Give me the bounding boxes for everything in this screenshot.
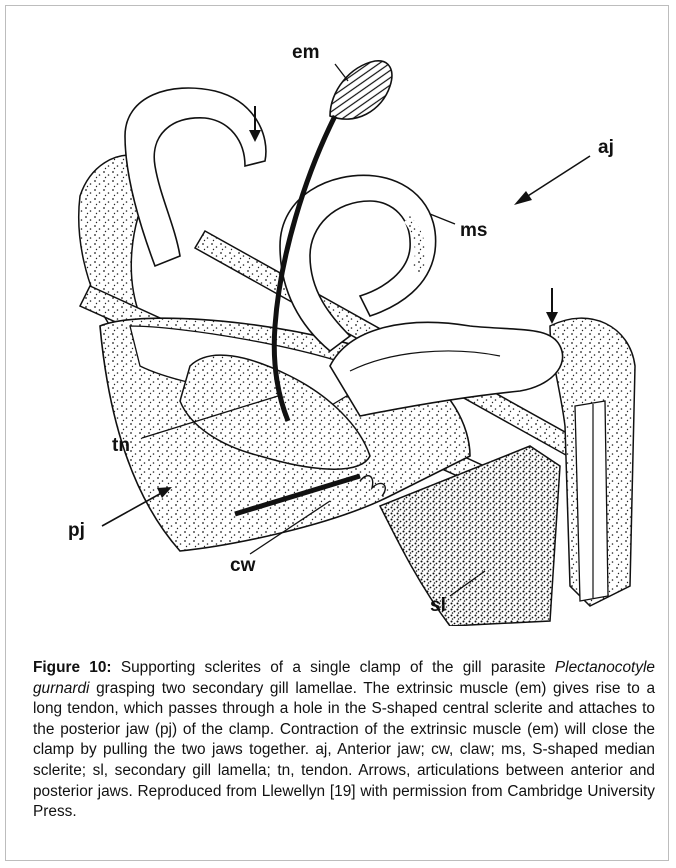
clamp-illustration: em aj ms tn pj cw sl bbox=[30, 26, 660, 626]
label-tn: tn bbox=[112, 435, 130, 456]
label-ms: ms bbox=[460, 220, 487, 241]
caption-label: Figure 10: bbox=[33, 659, 112, 676]
label-em: em bbox=[292, 42, 319, 63]
right-column-face bbox=[575, 401, 608, 601]
label-sl: sl bbox=[430, 595, 446, 616]
figure-caption: Figure 10: Supporting sclerites of a sin… bbox=[33, 658, 655, 823]
label-pj: pj bbox=[68, 520, 85, 541]
s-sclerite-left-loop bbox=[125, 88, 266, 266]
caption-text-2: grasping two secondary gill lamellae. Th… bbox=[33, 680, 655, 821]
label-aj: aj bbox=[598, 137, 614, 158]
clamp-drawing: em aj ms tn pj cw sl bbox=[30, 26, 660, 626]
caption-text-1: Supporting sclerites of a single clamp o… bbox=[112, 659, 555, 676]
figure-frame: em aj ms tn pj cw sl Figure 10: Supporti… bbox=[5, 5, 669, 861]
aj-arrow bbox=[514, 156, 590, 205]
label-cw: cw bbox=[230, 555, 256, 576]
articulation-arrow-right bbox=[546, 288, 558, 324]
